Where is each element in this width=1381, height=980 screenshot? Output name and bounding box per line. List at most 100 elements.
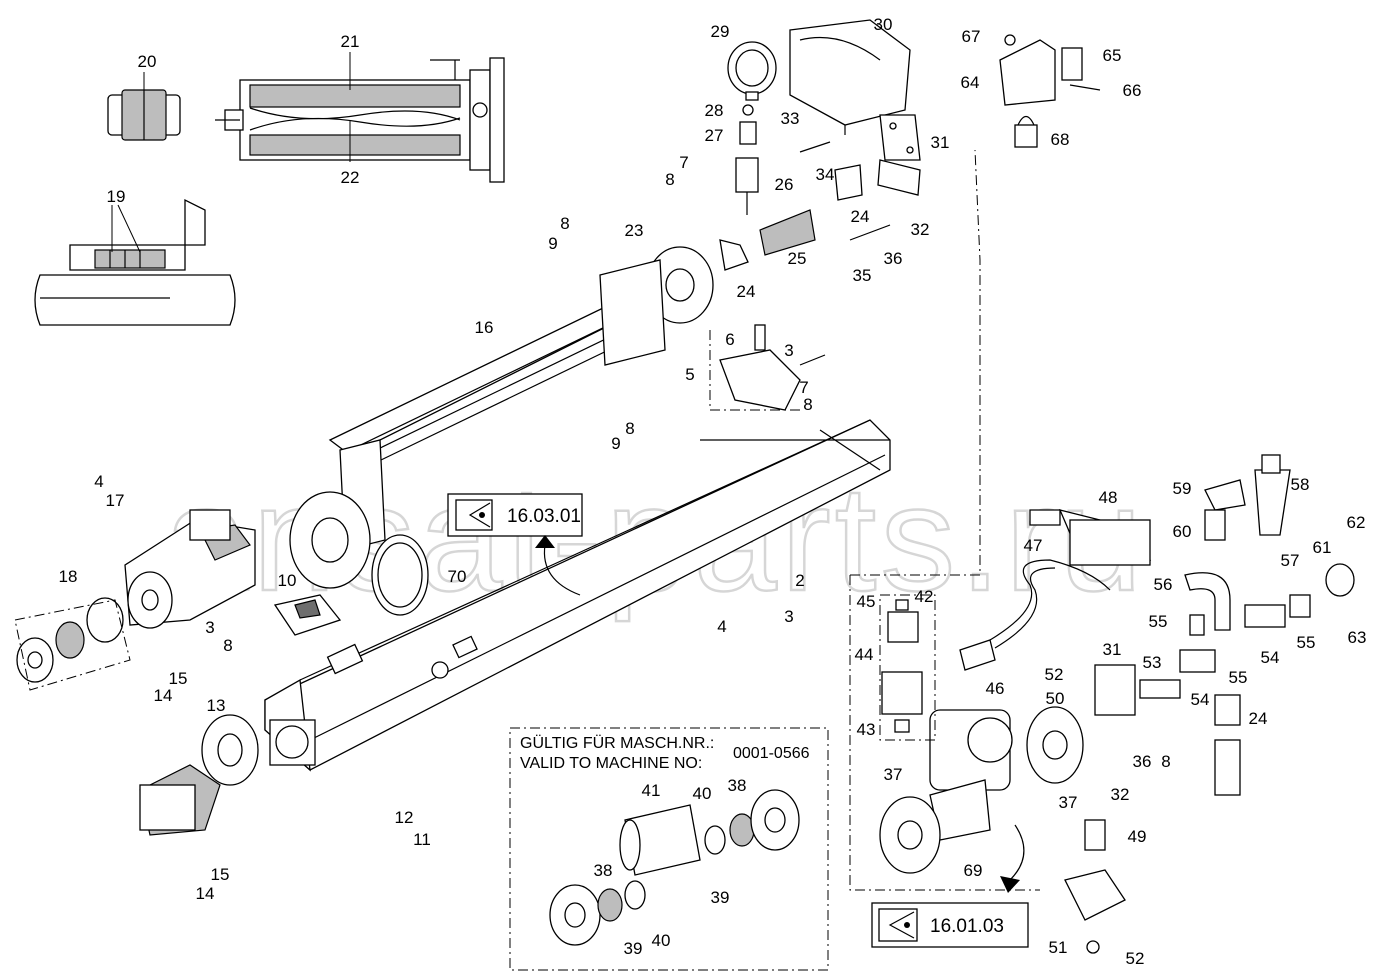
part-42-46-sensor	[879, 594, 996, 741]
validity-note-line1: GÜLTIG FÜR MASCH.NR.:	[520, 734, 714, 752]
part-number-24: 24	[737, 282, 756, 301]
part-number-55: 55	[1297, 633, 1316, 652]
part-number-4: 4	[94, 472, 103, 491]
part-number-37: 37	[1059, 793, 1078, 812]
part-number-8: 8	[803, 395, 812, 414]
part-number-15: 15	[211, 865, 230, 884]
part-number-28: 28	[705, 101, 724, 120]
arrowhead-icon	[1000, 876, 1020, 893]
part-number-13: 13	[207, 696, 226, 715]
validity-machine-range: 0001-0566	[733, 745, 810, 762]
part-number-52: 52	[1045, 665, 1064, 684]
validity-note-box	[509, 727, 829, 971]
part-number-5: 5	[685, 365, 694, 384]
part-number-48: 48	[1099, 488, 1118, 507]
part-number-46: 46	[986, 679, 1005, 698]
part-number-56: 56	[1154, 575, 1173, 594]
part-number-6: 6	[725, 330, 734, 349]
part-number-7: 7	[679, 153, 688, 172]
part-number-35: 35	[853, 266, 872, 285]
part-number-39: 39	[711, 888, 730, 907]
part-number-2: 2	[795, 571, 804, 590]
part-number-63: 63	[1348, 628, 1367, 647]
part-number-30: 30	[874, 15, 893, 34]
part-number-38: 38	[594, 861, 613, 880]
part-number-8: 8	[1161, 752, 1170, 771]
part-number-21: 21	[341, 32, 360, 51]
part-number-9: 9	[611, 434, 620, 453]
part-number-50: 50	[1046, 689, 1065, 708]
reference-box-b[interactable]: 16.01.03	[871, 902, 1029, 948]
part-number-29: 29	[711, 22, 730, 41]
part-5-bracket	[719, 324, 826, 411]
part-number-67: 67	[962, 27, 981, 46]
part-17-18-motor	[124, 509, 256, 629]
part-number-36: 36	[1133, 752, 1152, 771]
part-number-52: 52	[1126, 949, 1145, 968]
part-70-gasket	[289, 491, 429, 616]
reference-a-label: 16.03.01	[507, 506, 581, 527]
part-number-40: 40	[693, 784, 712, 803]
part-number-61: 61	[1313, 538, 1332, 557]
part-number-33: 33	[781, 109, 800, 128]
part-23-25-flange-filter	[646, 141, 891, 324]
part-number-24: 24	[851, 207, 870, 226]
dashed-outline-right	[850, 149, 981, 576]
part-number-15: 15	[169, 669, 188, 688]
part-number-36: 36	[884, 249, 903, 268]
part-number-34: 34	[816, 165, 835, 184]
part-number-40: 40	[652, 931, 671, 950]
dashed-outline-bracket	[709, 330, 800, 411]
part-number-65: 65	[1103, 46, 1122, 65]
part-number-32: 32	[1111, 785, 1130, 804]
part-number-3: 3	[784, 341, 793, 360]
eye-pupil-icon	[479, 512, 485, 518]
part-number-12: 12	[395, 808, 414, 827]
part-number-31: 31	[931, 133, 950, 152]
part-number-11: 11	[413, 830, 431, 849]
part-number-58: 58	[1291, 475, 1310, 494]
part-30-cover	[789, 19, 911, 135]
part-number-19: 19	[107, 187, 126, 206]
eye-reference-icon	[468, 502, 491, 528]
part-number-7: 7	[799, 378, 808, 397]
part-number-43: 43	[857, 720, 876, 739]
part-number-39: 39	[624, 939, 643, 958]
part-number-49: 49	[1128, 827, 1147, 846]
part-number-26: 26	[775, 175, 794, 194]
part-10-plate	[273, 594, 342, 636]
part-number-24: 24	[1249, 709, 1268, 728]
part-16-tie-rods	[328, 259, 666, 551]
part-number-3: 3	[784, 607, 793, 626]
part-number-60: 60	[1173, 522, 1192, 541]
part-number-64: 64	[961, 73, 980, 92]
part-number-59: 59	[1173, 479, 1192, 498]
part-number-20: 20	[138, 52, 157, 71]
part-number-14: 14	[154, 686, 173, 705]
part-number-8: 8	[665, 170, 674, 189]
part-number-8: 8	[223, 636, 232, 655]
part-number-45: 45	[857, 592, 876, 611]
part-number-9: 9	[548, 234, 557, 253]
part-number-32: 32	[911, 220, 930, 239]
part-number-3: 3	[205, 618, 214, 637]
validity-note-line2: VALID TO MACHINE NO:	[520, 755, 702, 772]
part-number-69: 69	[964, 861, 983, 880]
part-64-68-plates	[999, 34, 1101, 148]
part-number-25: 25	[788, 249, 807, 268]
part-number-44: 44	[855, 645, 874, 664]
part-31-32-brackets	[877, 114, 921, 196]
part-number-23: 23	[625, 221, 644, 240]
part-number-54: 54	[1191, 690, 1210, 709]
part-69-flowmeter	[879, 706, 1084, 874]
part-number-labels: 2021221929282726303334312432363564656667…	[59, 15, 1367, 968]
part-number-51: 51	[1049, 938, 1068, 957]
reference-b-label: 16.01.03	[930, 916, 1004, 937]
part-number-66: 66	[1123, 81, 1142, 100]
reference-box-a[interactable]: 16.03.01	[447, 493, 583, 537]
part-number-55: 55	[1229, 668, 1248, 687]
part-number-31: 31	[1103, 640, 1122, 659]
part-number-42: 42	[915, 587, 934, 606]
eye-reference-icon	[888, 911, 915, 939]
